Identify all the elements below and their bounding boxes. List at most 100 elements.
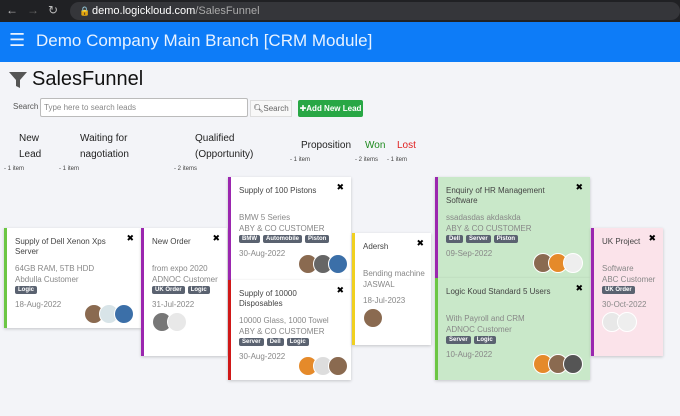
card-customer: ADNOC Customer: [446, 325, 512, 334]
avatar: [167, 312, 187, 332]
tag: Logic: [15, 286, 37, 294]
tag: Piston: [305, 235, 330, 243]
close-icon[interactable]: ✖: [212, 233, 220, 243]
lead-card[interactable]: ✖ Adersh Bending machine JASWAL 18-Jul-2…: [352, 233, 431, 345]
search-button[interactable]: 🔍︎Search: [250, 100, 292, 117]
card-customer: JASWAL: [363, 280, 395, 289]
forward-icon[interactable]: →: [27, 3, 39, 17]
card-description: Bending machine: [363, 269, 425, 278]
card-title: Logic Koud Standard 5 Users: [446, 287, 551, 296]
lead-card[interactable]: ✖ Supply of 100 Pistons BMW 5 Series ABY…: [228, 177, 351, 280]
lead-card[interactable]: ✖ Enquiry of HR Management Software ssad…: [435, 177, 590, 278]
plus-icon: ✚: [299, 104, 307, 113]
app-title: Demo Company Main Branch [CRM Module]: [36, 31, 373, 50]
card-description: 10000 Glass, 1000 Towel: [239, 316, 329, 325]
search-icon: 🔍︎: [253, 104, 264, 113]
avatar: [363, 308, 383, 328]
close-icon[interactable]: ✖: [575, 182, 583, 192]
tag: Logic: [187, 286, 210, 294]
card-title: New Order: [152, 237, 191, 246]
lead-card[interactable]: ✖ Supply of 10000 Disposables 10000 Glas…: [228, 280, 351, 380]
close-icon[interactable]: ✖: [648, 233, 656, 243]
tag: Automobile: [263, 235, 302, 243]
card-description: BMW 5 Series: [239, 213, 291, 222]
card-title: Enquiry of HR Management Software: [446, 186, 545, 205]
column-count: - 2 items: [355, 157, 379, 163]
card-title: Supply of Dell Xenon Xps Server: [15, 237, 106, 256]
tag: UK Order: [602, 286, 635, 294]
card-description: With Payroll and CRM: [446, 314, 525, 323]
card-description: from expo 2020: [152, 264, 208, 273]
card-title: UK Project: [602, 237, 641, 246]
card-customer: ABY & CO CUSTOMER: [446, 224, 532, 233]
back-icon[interactable]: ←: [6, 3, 18, 17]
tag: Server: [466, 235, 491, 243]
search-label: Search: [13, 102, 39, 111]
card-customer: ABY & CO CUSTOMER: [239, 224, 325, 233]
card-date: 18-Jul-2023: [363, 296, 406, 305]
card-title: Adersh: [363, 242, 389, 251]
avatar: [563, 354, 583, 374]
hamburger-menu-icon[interactable]: ☰: [9, 30, 26, 50]
add-new-lead-button[interactable]: ✚Add New Lead: [298, 100, 363, 117]
card-date: 31-Jul-2022: [152, 300, 195, 309]
url-path: /SalesFunnel: [195, 5, 260, 17]
card-title: Supply of 100 Pistons: [239, 186, 317, 195]
tag: Dell: [266, 338, 284, 346]
column-count: - 1 item: [59, 166, 80, 172]
lead-card[interactable]: ✖ New Order from expo 2020 ADNOC Custome…: [141, 228, 227, 356]
add-button-label: Add New Lead: [306, 104, 362, 113]
lead-card[interactable]: ✖ UK Project Software ABC Customer UK Or…: [591, 228, 663, 356]
column-header-waiting: Waiting for nagotiation: [80, 133, 129, 160]
avatar: [328, 356, 348, 376]
card-date: 09-Sep-2022: [446, 249, 493, 258]
tag: Logic: [286, 338, 309, 346]
tag: Dell: [446, 235, 464, 243]
tag: Logic: [473, 336, 496, 344]
card-date: 10-Aug-2022: [446, 350, 493, 359]
search-input[interactable]: [40, 98, 248, 117]
column-count: - 2 items: [174, 166, 198, 172]
card-date: 30-Aug-2022: [239, 352, 286, 361]
column-header-won: Won: [365, 140, 386, 151]
lock-icon: 🔒: [79, 6, 91, 16]
card-customer: ABY & CO CUSTOMER: [239, 327, 325, 336]
lead-card[interactable]: ✖ Logic Koud Standard 5 Users With Payro…: [435, 278, 590, 380]
card-description: ssadasdas akdaskda: [446, 213, 521, 222]
column-header-lost: Lost: [397, 140, 416, 151]
card-date: 18-Aug-2022: [15, 300, 62, 309]
card-description: 64GB RAM, 5TB HDD: [15, 264, 95, 273]
tag: UK Order: [152, 286, 185, 294]
close-icon[interactable]: ✖: [336, 182, 344, 192]
avatar: [563, 253, 583, 273]
column-count: - 1 item: [4, 166, 25, 172]
close-icon[interactable]: ✖: [416, 238, 424, 248]
column-header-qualified: Qualified (Opportunity): [195, 133, 254, 160]
search-button-label: Search: [263, 104, 289, 113]
card-customer: ADNOC Customer: [152, 275, 218, 284]
card-date: 30-Oct-2022: [602, 300, 647, 309]
avatar: [617, 312, 637, 332]
tag: BMW: [239, 235, 260, 243]
address-bar[interactable]: 🔒demo.logickloud.com/SalesFunnel: [70, 2, 680, 20]
card-date: 30-Aug-2022: [239, 249, 286, 258]
close-icon[interactable]: ✖: [575, 283, 583, 293]
filter-icon: [9, 71, 27, 88]
page-title-text: SalesFunnel: [32, 68, 144, 90]
page-title: SalesFunnel: [8, 68, 143, 91]
close-icon[interactable]: ✖: [126, 233, 134, 243]
avatar: [114, 304, 134, 324]
avatar: [328, 254, 348, 274]
card-customer: ABC Customer: [602, 275, 656, 284]
tag: Server: [239, 338, 264, 346]
card-title: Supply of 10000 Disposables: [239, 289, 297, 308]
lead-card[interactable]: ✖ Supply of Dell Xenon Xps Server 64GB R…: [4, 228, 141, 328]
column-header-new-lead: New Lead: [19, 133, 42, 160]
reload-icon[interactable]: ↻: [48, 3, 59, 17]
tag: Piston: [493, 235, 519, 243]
column-count: - 1 item: [387, 157, 408, 163]
card-customer: Abdulla Customer: [15, 275, 79, 284]
close-icon[interactable]: ✖: [336, 285, 344, 295]
column-header-proposition: Proposition: [301, 140, 352, 151]
column-count: - 1 item: [290, 157, 311, 163]
